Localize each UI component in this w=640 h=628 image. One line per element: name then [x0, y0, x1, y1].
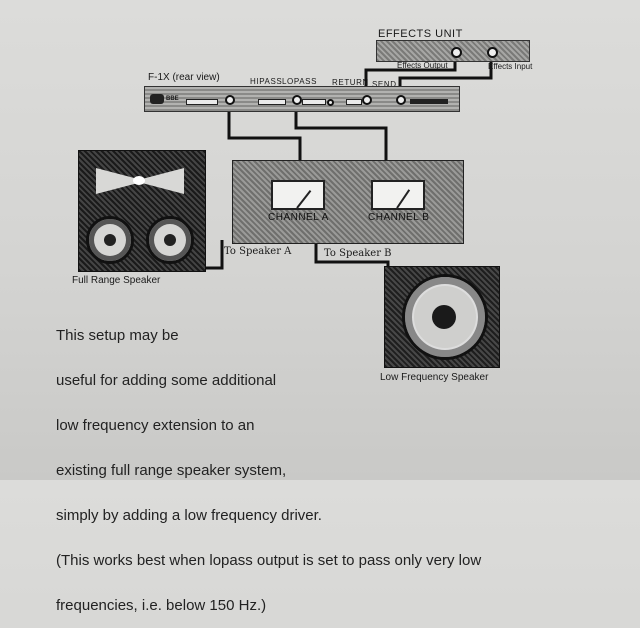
return-jack — [362, 95, 372, 105]
to-speaker-b-label: To Speaker B — [324, 248, 392, 259]
lopass-jack — [292, 95, 302, 105]
lopass-slot — [302, 99, 326, 105]
hipass-slot — [258, 99, 286, 105]
hipass-jack — [225, 95, 235, 105]
channel-a-needle — [296, 190, 312, 208]
to-speaker-a-label: To Speaker A — [224, 246, 292, 257]
description-line-2: useful for adding some additional — [56, 372, 277, 389]
lopass-label: LOPASS — [282, 77, 318, 86]
woofer-right-center — [164, 234, 176, 246]
woofer-left-center — [104, 234, 116, 246]
channel-b-meter — [371, 180, 425, 210]
description-line-1: This setup may be — [56, 327, 179, 344]
channel-a-meter — [271, 180, 325, 210]
send-jack — [396, 95, 406, 105]
channel-b-label: CHANNEL B — [368, 212, 430, 223]
ground-screw-icon — [327, 99, 334, 106]
send-label: SEND — [372, 80, 397, 89]
wire-lopass-to-channel-b — [294, 104, 388, 164]
wire-hipass-to-channel-a — [227, 104, 302, 164]
wire-channel-b-to-low-freq — [314, 240, 390, 266]
effects-unit-title: EFFECTS UNIT — [378, 28, 463, 40]
effects-input-label: Effects Input — [488, 62, 533, 71]
description-line-7: frequencies, i.e. below 150 Hz.) — [56, 597, 267, 614]
effects-input-jack — [487, 47, 498, 58]
f1x-brand: BBE — [166, 96, 179, 102]
f1x-decor-plate — [410, 99, 448, 104]
return-slot — [346, 99, 362, 105]
channel-b-needle — [396, 189, 411, 208]
description-line-4: existing full range speaker system, — [56, 462, 287, 479]
f1x-model-plate — [186, 99, 218, 105]
amplifier — [232, 160, 464, 244]
low-frequency-woofer-center — [432, 305, 456, 329]
low-frequency-caption: Low Frequency Speaker — [380, 372, 489, 383]
tweeter-dot-icon — [133, 176, 145, 185]
description-text: This setup may be useful for adding some… — [56, 298, 576, 628]
description-line-5: simply by adding a low frequency driver. — [56, 507, 322, 524]
description-line-3: low frequency extension to an — [56, 417, 255, 434]
wire-channel-a-to-full-range — [204, 240, 224, 270]
full-range-caption: Full Range Speaker — [72, 275, 161, 286]
channel-a-label: CHANNEL A — [268, 212, 329, 223]
effects-output-jack — [451, 47, 462, 58]
effects-output-label: Effects Output — [397, 61, 448, 70]
bbe-logo-icon — [150, 94, 164, 104]
hipass-label: HIPASS — [250, 77, 283, 86]
return-label: RETURN — [332, 78, 369, 87]
f1x-title: F-1X (rear view) — [148, 72, 220, 83]
description-line-6: (This works best when lopass output is s… — [56, 552, 482, 569]
